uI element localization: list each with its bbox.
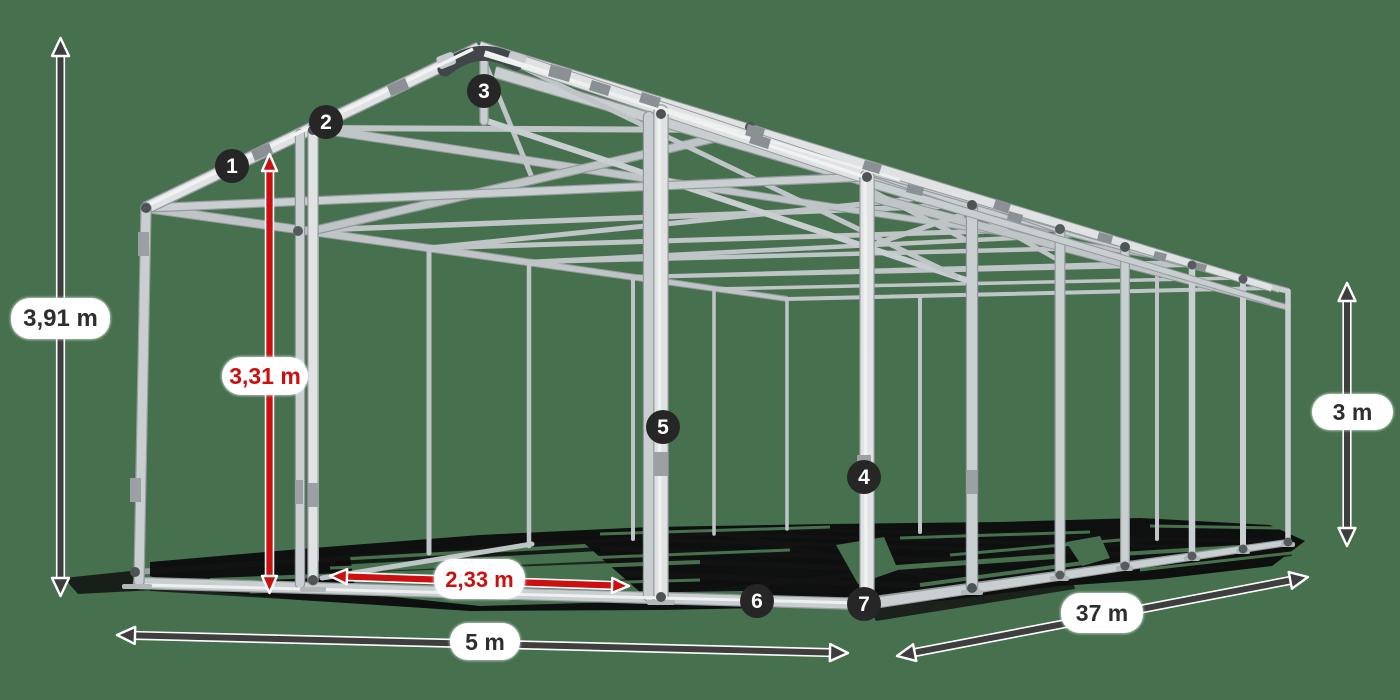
svg-text:2: 2: [320, 111, 332, 134]
svg-text:3: 3: [478, 80, 490, 103]
svg-text:4: 4: [858, 466, 870, 489]
svg-text:5: 5: [657, 416, 669, 439]
svg-text:6: 6: [751, 590, 763, 613]
svg-text:7: 7: [858, 593, 870, 616]
svg-text:1: 1: [226, 155, 238, 178]
